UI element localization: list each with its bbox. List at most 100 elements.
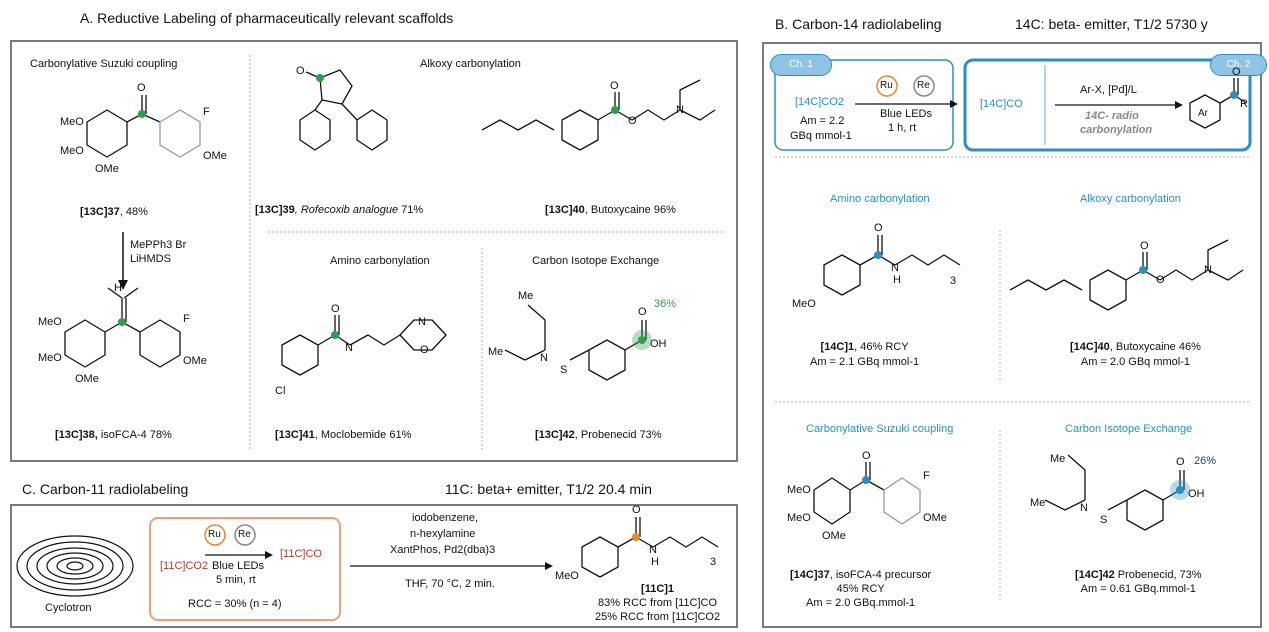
b-14c-co2: [14C]CO2: [795, 96, 844, 108]
c-c1-subscript: 3: [710, 556, 717, 568]
panel-b-box: [762, 42, 1262, 628]
a-c42-percent: 36%: [654, 298, 677, 310]
a-alkoxy-title: Alkoxy carbonylation: [420, 58, 521, 70]
atom-oh: OH: [1188, 488, 1205, 500]
c-11c-co: [11C]CO: [280, 548, 322, 560]
panel-a-box: [10, 40, 738, 462]
b-ar: Ar: [1198, 108, 1208, 119]
atom-ome: OMe: [183, 355, 207, 367]
cyclotron-icon: [16, 535, 134, 597]
a-amino-title: Amino carbonylation: [330, 255, 430, 267]
compound-14c-37: [813, 462, 921, 525]
a-c37-caption: [13C]37, 48%: [80, 206, 148, 218]
c-c1-caption: [11C]1 83% RCC from [11C]CO 25% RCC from…: [595, 583, 721, 623]
c-11c-co2: [11C]CO2: [160, 560, 209, 572]
atom-h: H: [651, 556, 659, 568]
b-blue-leds: Blue LEDs: [880, 108, 932, 120]
atom-f: F: [923, 470, 930, 482]
c-ru: Ru: [208, 529, 221, 540]
atom-o: O: [638, 306, 647, 318]
atom-meo: MeO: [60, 116, 84, 128]
b-suzuki-title: Carbonylative Suzuki coupling: [806, 423, 954, 435]
a-c41-caption: [13C]41, Moclobemide 61%: [275, 429, 412, 441]
a-c38-caption: [13C]38, isoFCA-4 78%: [55, 429, 172, 441]
b-amino-title: Amino carbonylation: [830, 193, 930, 205]
atom-o: O: [862, 450, 871, 462]
atom-ome: OMe: [95, 163, 119, 175]
b-c40-caption: [14C]40, Butoxycaine 46% Am = 2.0 GBq mm…: [1070, 341, 1201, 368]
atom-h: H: [893, 274, 901, 286]
atom-me: Me: [518, 290, 534, 302]
atom-o: O: [628, 115, 637, 127]
b-radio2: carbonylation: [1080, 124, 1153, 136]
b-c42-caption: [14C]42 Probenecid, 73% Am = 0.61 GBq.mm…: [1075, 569, 1202, 595]
channel-1-badge: Ch. 1: [770, 54, 832, 76]
atom-oh: OH: [650, 338, 667, 350]
c-rcc: RCC = 30% (n = 4): [188, 598, 282, 610]
channel-2-badge: Ch. 2: [1210, 54, 1267, 76]
b-am-value: Am = 2.2: [800, 115, 845, 127]
atom-o: O: [1140, 240, 1149, 252]
panel-b-emitter: 14C: beta- emitter, T1/2 5730 y: [1015, 16, 1208, 32]
atom-meo: MeO: [787, 512, 811, 524]
atom-o: O: [137, 82, 146, 94]
a-c39-caption: [13C]39, Rofecoxib analogue 71%: [255, 204, 424, 216]
compound-13c-37: [86, 95, 201, 158]
atom-n: N: [540, 352, 548, 364]
atom-ome: OMe: [203, 150, 227, 162]
b-re: Re: [917, 80, 930, 91]
atom-o: O: [874, 222, 883, 234]
compound-13c-40: [481, 79, 716, 151]
c-reag2: n-hexylamine: [410, 528, 476, 540]
atom-h: H: [114, 282, 122, 294]
atom-ome: OMe: [75, 373, 99, 385]
atom-o: O: [331, 303, 340, 315]
compound-13c-38: [64, 287, 181, 368]
b-radio1: 14C- radio: [1085, 110, 1139, 122]
b-alkoxy-title: Alkoxy carbonylation: [1080, 193, 1181, 205]
compound-13c-42: [504, 304, 652, 381]
b-ru: Ru: [880, 80, 893, 91]
atom-ome: OMe: [923, 512, 947, 524]
c-re: Re: [238, 529, 251, 540]
b-c37-caption: [14C]37, isoFCA-4 precursor 45% RCY Am =…: [790, 569, 932, 609]
atom-o: O: [610, 80, 619, 92]
atom-f: F: [183, 313, 190, 325]
atom-o: O: [632, 504, 641, 516]
b-am-unit: GBq mmol-1: [790, 130, 852, 142]
atom-n: N: [891, 262, 899, 274]
a-c42-caption: [13C]42, Probenecid 73%: [535, 429, 662, 441]
atom-me: Me: [1030, 497, 1046, 509]
atom-o: O: [1176, 456, 1185, 468]
panel-c-box: [10, 504, 738, 628]
c-cond: THF, 70 °C, 2 min.: [405, 578, 495, 590]
a-suzuki-title: Carbonylative Suzuki coupling: [30, 58, 178, 70]
atom-meo: MeO: [555, 570, 579, 582]
atom-meo: MeO: [787, 484, 811, 496]
b-time: 1 h, rt: [888, 122, 917, 134]
atom-meo: MeO: [38, 352, 62, 364]
atom-o: O: [1156, 274, 1165, 286]
atom-o: O: [1232, 66, 1241, 78]
atom-s: S: [1100, 514, 1108, 526]
b-14c-co: [14C]CO: [980, 98, 1023, 110]
atom-cl: Cl: [275, 385, 286, 397]
c-time: 5 min, rt: [216, 574, 256, 586]
atom-me: Me: [488, 346, 504, 358]
atom-n: N: [345, 342, 353, 354]
compound-14c-42: [1044, 454, 1190, 531]
atom-n: N: [649, 544, 657, 556]
panel-b-title: B. Carbon-14 radiolabeling: [775, 16, 942, 32]
b-cie-title: Carbon Isotope Exchange: [1065, 423, 1193, 435]
b-arx: Ar-X, [Pd]/L: [1080, 84, 1137, 96]
atom-me: Me: [1050, 453, 1066, 465]
atom-ome: OMe: [822, 530, 846, 542]
panel-a-title: A. Reductive Labeling of pharmaceuticall…: [80, 10, 454, 26]
panel-c-title: C. Carbon-11 radiolabeling: [22, 481, 189, 497]
b-r: R: [1240, 98, 1248, 110]
panel-c-emitter: 11C: beta+ emitter, T1/2 20.4 min: [445, 481, 652, 497]
atom-meo: MeO: [38, 316, 62, 328]
